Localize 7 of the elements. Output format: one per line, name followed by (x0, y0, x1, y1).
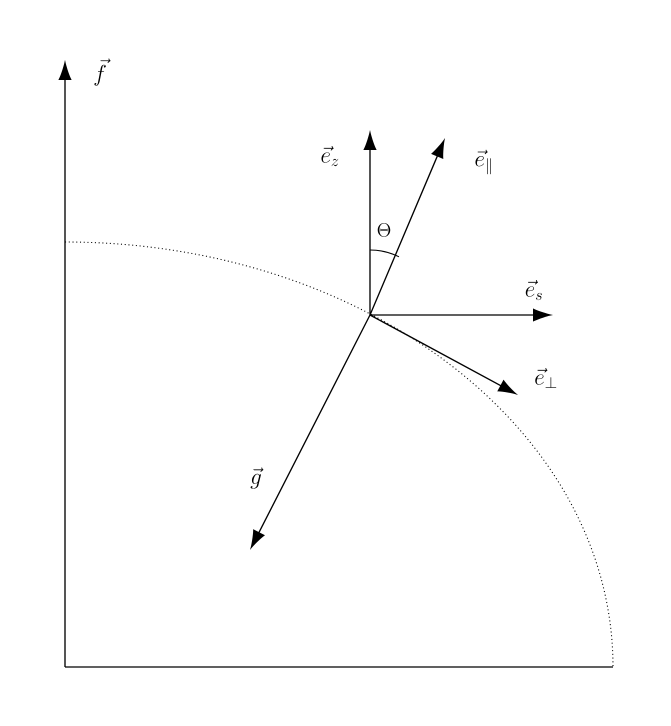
vector-label: $\vec{e}_s$ (526, 280, 542, 300)
vector-label: $\vec{g}$ (250, 468, 264, 489)
vector-label: $\vec{e}_\perp$ (535, 368, 556, 388)
vector-label: $\Theta$ (378, 223, 390, 237)
vector-label: $\vec{e}_\parallel$ (475, 150, 491, 174)
vector-label: $\vec{f}$ (94, 58, 111, 86)
vector-label: $\vec{e}_z$ (321, 146, 338, 166)
